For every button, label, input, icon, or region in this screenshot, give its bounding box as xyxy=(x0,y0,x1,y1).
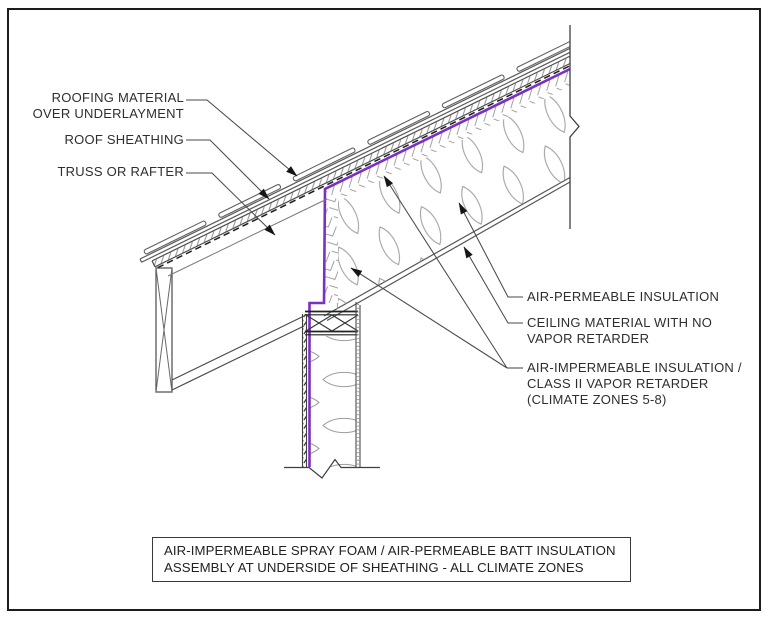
callout-roofing-material: ROOFING MATERIAL OVER UNDERLAYMENT xyxy=(33,90,184,122)
callout-line: CLASS II VAPOR RETARDER xyxy=(527,376,709,391)
ceiling-material-lines xyxy=(323,176,571,322)
soffit-lines xyxy=(171,315,305,391)
callout-roof-sheathing: ROOF SHEATHING xyxy=(64,132,184,148)
spray-foam-roof-band xyxy=(325,68,570,204)
leader-lines xyxy=(186,99,523,369)
fascia-board xyxy=(155,267,173,393)
wall-sheathing xyxy=(301,314,308,467)
roof-sheathing-band xyxy=(151,50,570,268)
callout-line: OVER UNDERLAYMENT xyxy=(32,106,184,121)
callout-line: CEILING MATERIAL WITH NO xyxy=(527,315,713,330)
leader-truss-rafter xyxy=(186,172,276,236)
leader-ceiling-material xyxy=(463,246,523,324)
section-break-line xyxy=(569,25,580,229)
callout-air-permeable-insulation: AIR-PERMEABLE INSULATION xyxy=(527,289,719,305)
roof-deck xyxy=(139,37,570,269)
title-block: AIR-IMPERMEABLE SPRAY FOAM / AIR-PERMEAB… xyxy=(152,537,631,582)
plate-blocking-x xyxy=(305,314,359,332)
leader-air-impermeable-wall xyxy=(350,267,508,369)
callout-line: VAPOR RETARDER xyxy=(527,331,650,346)
callout-line: ROOFING MATERIAL xyxy=(51,90,184,105)
spray-foam-wall-leg xyxy=(325,190,338,303)
leader-roof-sheathing xyxy=(186,139,270,200)
callout-line: AIR-PERMEABLE INSULATION xyxy=(527,289,720,304)
title-line: ASSEMBLY AT UNDERSIDE OF SHEATHING - ALL… xyxy=(164,559,584,575)
leader-roofing-material xyxy=(186,99,298,177)
title-line: AIR-IMPERMEABLE SPRAY FOAM / AIR-PERMEAB… xyxy=(164,543,616,558)
shingle-tabs xyxy=(143,37,570,255)
callout-line: AIR-IMPERMEABLE INSULATION / xyxy=(527,360,742,375)
roof-deck-clip xyxy=(139,37,570,269)
leader-air-permeable xyxy=(458,202,523,298)
callout-line: TRUSS OR RAFTER xyxy=(57,164,184,179)
vapor-retarder-line xyxy=(308,67,571,467)
callout-air-impermeable-insulation: AIR-IMPERMEABLE INSULATION / CLASS II VA… xyxy=(527,360,742,408)
wall-interior-finish xyxy=(355,302,361,467)
leader-air-impermeable-roof xyxy=(383,175,508,369)
callout-line: ROOF SHEATHING xyxy=(64,132,184,147)
sheathing-underside-dashed-line xyxy=(157,58,570,269)
rafter-tail-line xyxy=(167,198,328,277)
wall-top-plates xyxy=(305,310,359,336)
callout-truss-or-rafter: TRUSS OR RAFTER xyxy=(57,164,184,180)
callout-ceiling-material: CEILING MATERIAL WITH NO VAPOR RETARDER xyxy=(527,315,712,347)
callout-line: (CLIMATE ZONES 5-8) xyxy=(527,392,667,407)
batt-insulation-wall xyxy=(310,336,356,467)
batt-insulation-roof xyxy=(324,86,570,316)
roofing-underlayment-lines xyxy=(139,44,570,263)
wall-bottom-break-line xyxy=(284,458,380,479)
